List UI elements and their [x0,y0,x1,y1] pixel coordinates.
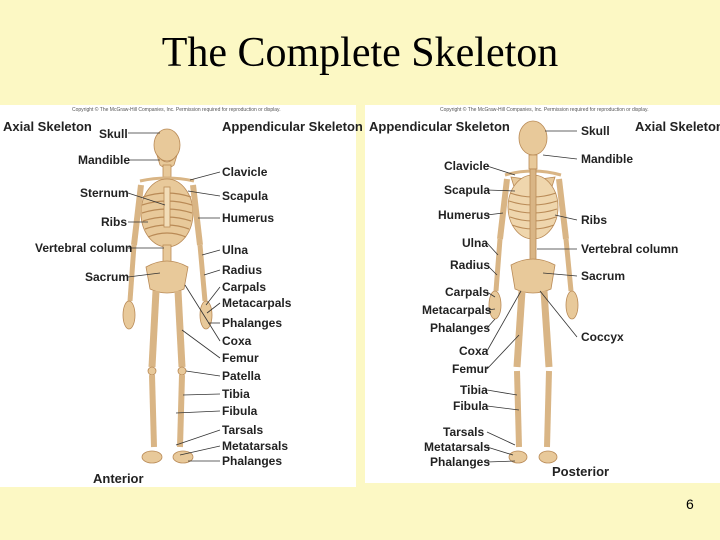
anterior-label-ribs: Ribs [101,215,128,229]
anterior-label-sacrum: Sacrum [85,270,130,284]
anterior-label-clavicle: Clavicle [222,165,268,179]
posterior-label-scapula: Scapula [444,183,491,197]
posterior-label-clavicle: Clavicle [444,159,490,173]
anterior-label-carpals: Carpals [222,280,267,294]
posterior-label-phalanges-hand: Phalanges [430,321,491,335]
anterior-diagram-panel: Copyright © The McGraw-Hill Companies, I… [0,105,363,487]
posterior-skeleton-figure [486,120,579,464]
anterior-label-sternum: Sternum [80,186,129,200]
posterior-appendicular-header: Appendicular Skeleton [369,119,510,134]
anterior-label-tibia: Tibia [222,387,250,401]
posterior-label-mandible: Mandible [581,152,634,166]
posterior-label-coccyx: Coccyx [581,330,624,344]
posterior-label-carpals: Carpals [445,285,490,299]
posterior-label-ulna: Ulna [462,236,489,250]
posterior-label-radius: Radius [450,258,491,272]
posterior-label-femur: Femur [452,362,489,376]
posterior-label-ribs: Ribs [581,213,608,227]
anterior-label-metacarpals: Metacarpals [222,296,292,310]
anterior-label-skull: Skull [99,127,128,141]
anterior-label-ulna: Ulna [222,243,249,257]
anterior-label-vertebral-column: Vertebral column [35,241,133,255]
anterior-label-coxa: Coxa [222,334,252,348]
anterior-label-humerus: Humerus [222,211,275,225]
posterior-label-metacarpals: Metacarpals [422,303,492,317]
anterior-label-phalanges-hand: Phalanges [222,316,283,330]
posterior-view-label: Posterior [552,464,610,479]
posterior-label-sacrum: Sacrum [581,269,626,283]
anterior-label-phalanges-foot: Phalanges [222,454,283,468]
posterior-label-metatarsals: Metatarsals [424,440,491,454]
posterior-axial-header: Axial Skeleton [635,119,720,134]
posterior-label-fibula: Fibula [453,399,489,413]
anterior-label-femur: Femur [222,351,259,365]
posterior-label-vertebral-column: Vertebral column [581,242,679,256]
anterior-copyright: Copyright © The McGraw-Hill Companies, I… [72,107,281,113]
posterior-label-coxa: Coxa [459,344,489,358]
anterior-appendicular-header: Appendicular Skeleton [222,119,363,134]
posterior-label-phalanges-foot: Phalanges [430,455,491,469]
posterior-label-tibia: Tibia [460,383,488,397]
anterior-label-tarsals: Tarsals [222,423,264,437]
posterior-copyright: Copyright © The McGraw-Hill Companies, I… [440,107,649,113]
anterior-label-patella: Patella [222,369,261,383]
anterior-label-mandible: Mandible [78,153,131,167]
posterior-label-skull: Skull [581,124,610,138]
anterior-label-scapula: Scapula [222,189,269,203]
anterior-label-metatarsals: Metatarsals [222,439,289,453]
posterior-label-tarsals: Tarsals [443,425,485,439]
anterior-axial-header: Axial Skeleton [3,119,92,134]
page-number: 6 [686,496,694,512]
anterior-skeleton-figure [122,128,221,464]
anterior-view-label: Anterior [93,471,144,486]
posterior-label-humerus: Humerus [438,208,491,222]
slide-title: The Complete Skeleton [161,30,559,76]
anterior-label-fibula: Fibula [222,404,258,418]
posterior-diagram-panel: Copyright © The McGraw-Hill Companies, I… [365,105,720,483]
anterior-label-radius: Radius [222,263,263,277]
